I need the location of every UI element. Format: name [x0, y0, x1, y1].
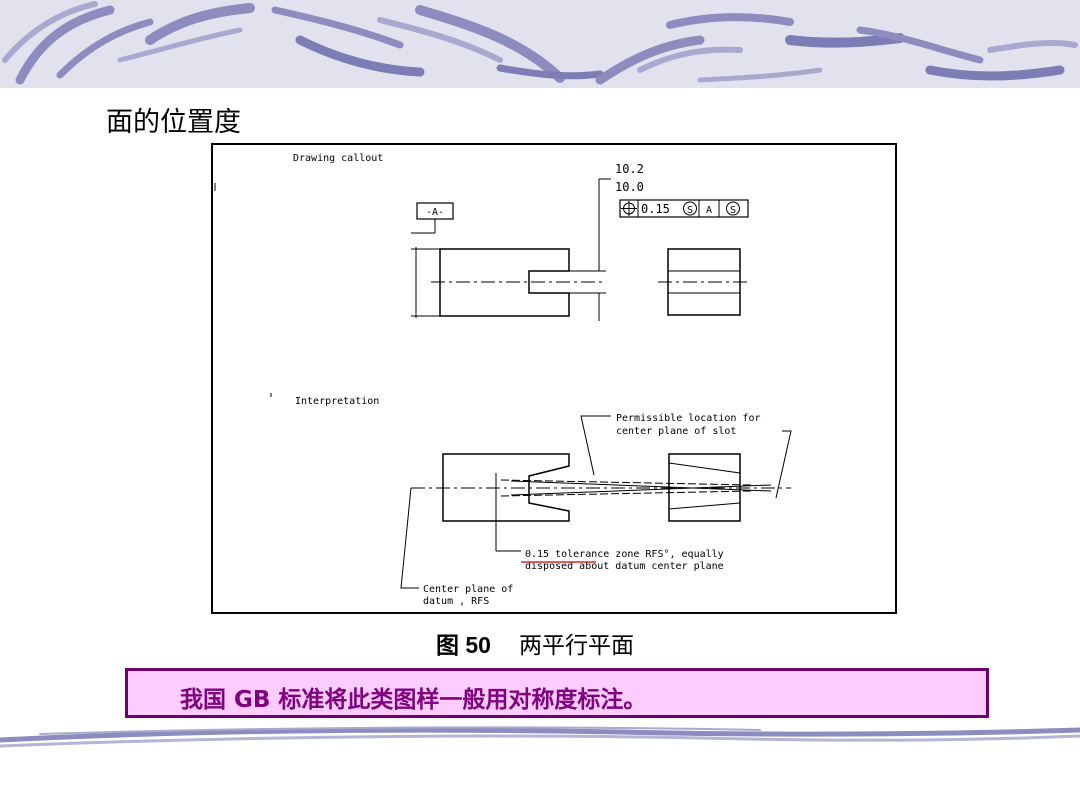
- permissible-text-1: Permissible location for: [616, 413, 761, 424]
- dimension-lower: 10.0: [615, 180, 644, 194]
- fcf-datum: A: [706, 205, 712, 216]
- tolerance-text-2: disposed about datum center plane: [525, 561, 724, 572]
- note-box: 我国 GB 标准将此类图样一般用对称度标注。: [125, 668, 989, 718]
- note-text: 我国 GB 标准将此类图样一般用对称度标注。: [180, 687, 647, 713]
- figure-number: 图 50: [436, 632, 491, 658]
- engineering-drawing: Drawing callout -A- 10.2 10.0 0.15: [211, 143, 897, 614]
- fcf-modifier-2: S: [730, 205, 736, 216]
- header-decoration: [0, 0, 1080, 88]
- tolerance-text-1: 0.15 tolerance zone RFS°, equally: [525, 549, 724, 560]
- position-icon: [621, 201, 637, 216]
- datum-label: -A-: [426, 207, 444, 218]
- fcf-tolerance: 0.15: [641, 202, 670, 216]
- datum-plane-text-1: Center plane of: [423, 584, 513, 595]
- figure-caption-text: 两平行平面: [518, 633, 634, 659]
- datum-plane-text-2: datum , RFS: [423, 596, 489, 607]
- permissible-text-2: center plane of slot: [616, 426, 736, 437]
- drawing-callout-label: Drawing callout: [293, 153, 383, 164]
- figure-caption: 图 50 两平行平面: [436, 626, 634, 660]
- fcf-modifier-1: S: [687, 205, 693, 216]
- interpretation-label: Interpretation: [295, 396, 379, 407]
- footer-decoration: [0, 722, 1080, 752]
- slide-title: 面的位置度: [106, 107, 241, 138]
- dimension-upper: 10.2: [615, 162, 644, 176]
